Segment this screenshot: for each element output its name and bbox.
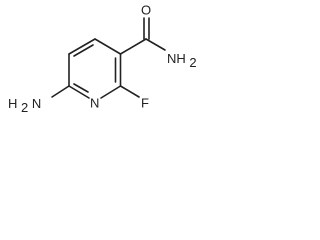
amino-h-text: H	[8, 96, 17, 111]
bond-c6-amino	[51, 85, 70, 98]
carbonyl-oxygen-label: O	[141, 3, 151, 18]
ring-bond-c6-n1	[68, 85, 90, 99]
bond-c2-fluorine	[119, 85, 140, 98]
chemical-structure-drawing: O NH 2 H 2 N N F	[8, 3, 197, 115]
amino-h2n-label: H 2 N	[8, 96, 41, 115]
amide-n-text: NH	[167, 51, 186, 66]
ring-nitrogen-label: N	[90, 96, 99, 111]
ring-bond-c4-c5	[68, 38, 96, 55]
bond-c3-carbonyl	[119, 38, 147, 55]
fluorine-label: F	[141, 96, 149, 111]
amino-subscript-2: 2	[21, 100, 28, 115]
ring-inner-double-c4-c5	[73, 44, 94, 57]
ring-bond-c3-c4	[94, 38, 122, 55]
amide-nh2-label: NH 2	[167, 51, 197, 70]
bond-carbonyl-amide-n	[145, 38, 166, 51]
amino-n-text: N	[32, 96, 41, 111]
amide-subscript-2: 2	[189, 55, 196, 70]
ring-inner-double-c6-n1	[73, 83, 89, 93]
ring-bond-n1-c2	[100, 85, 122, 99]
